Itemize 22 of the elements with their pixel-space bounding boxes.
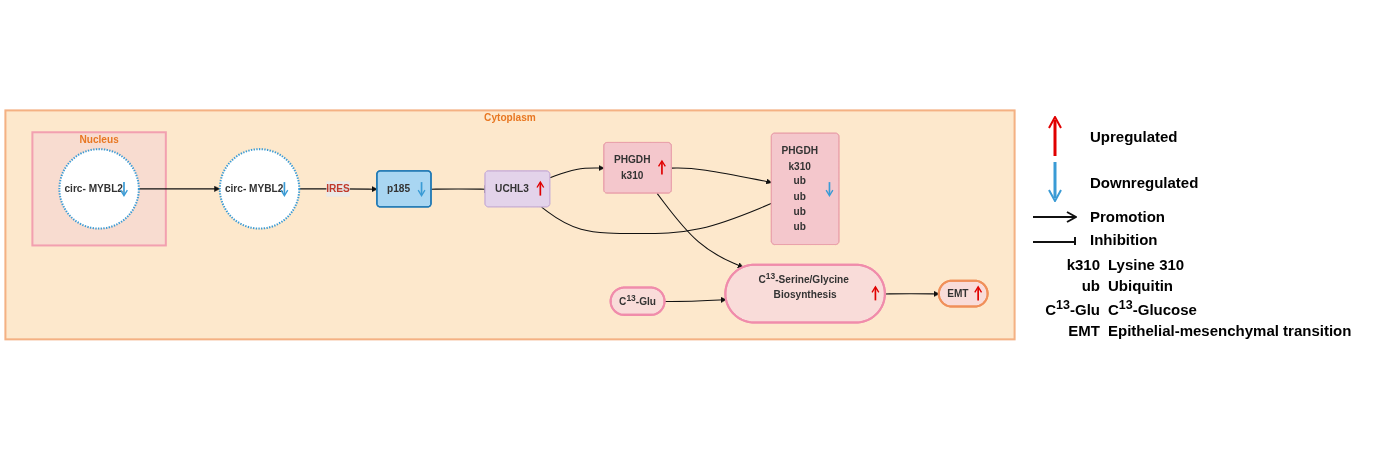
legend-text: Inhibition [1090, 231, 1158, 248]
legend-text: Upregulated [1090, 127, 1178, 145]
edge-label: IRES [326, 182, 350, 194]
node-circle: circ- MYBL2 [58, 147, 140, 230]
legend-abbreviation: C$^{13}$-Glu [1044, 298, 1100, 318]
legend-definition: Lysine 310 [1108, 256, 1186, 273]
legend-definition: Ubiquitin [1108, 277, 1174, 294]
legend-abbreviation: EMT [1067, 322, 1100, 339]
legend-abbreviation: k310 [1065, 256, 1100, 273]
arrow [656, 192, 744, 268]
connector [541, 202, 773, 234]
legend-definition: C$^{13}$-Glucose [1108, 298, 1198, 318]
legend-definition: Epithelial-mesenchymal transition [1108, 322, 1353, 339]
arrow [549, 164, 605, 178]
node-circle: circ- MYBL2 [218, 147, 301, 230]
legend-text: Downregulated [1090, 173, 1199, 191]
arrow [671, 167, 772, 184]
arrow [138, 185, 221, 192]
arrow [884, 290, 940, 297]
legend-text: Promotion [1090, 208, 1165, 225]
arrow [664, 296, 727, 303]
legend-abbreviation: ub [1080, 277, 1100, 294]
